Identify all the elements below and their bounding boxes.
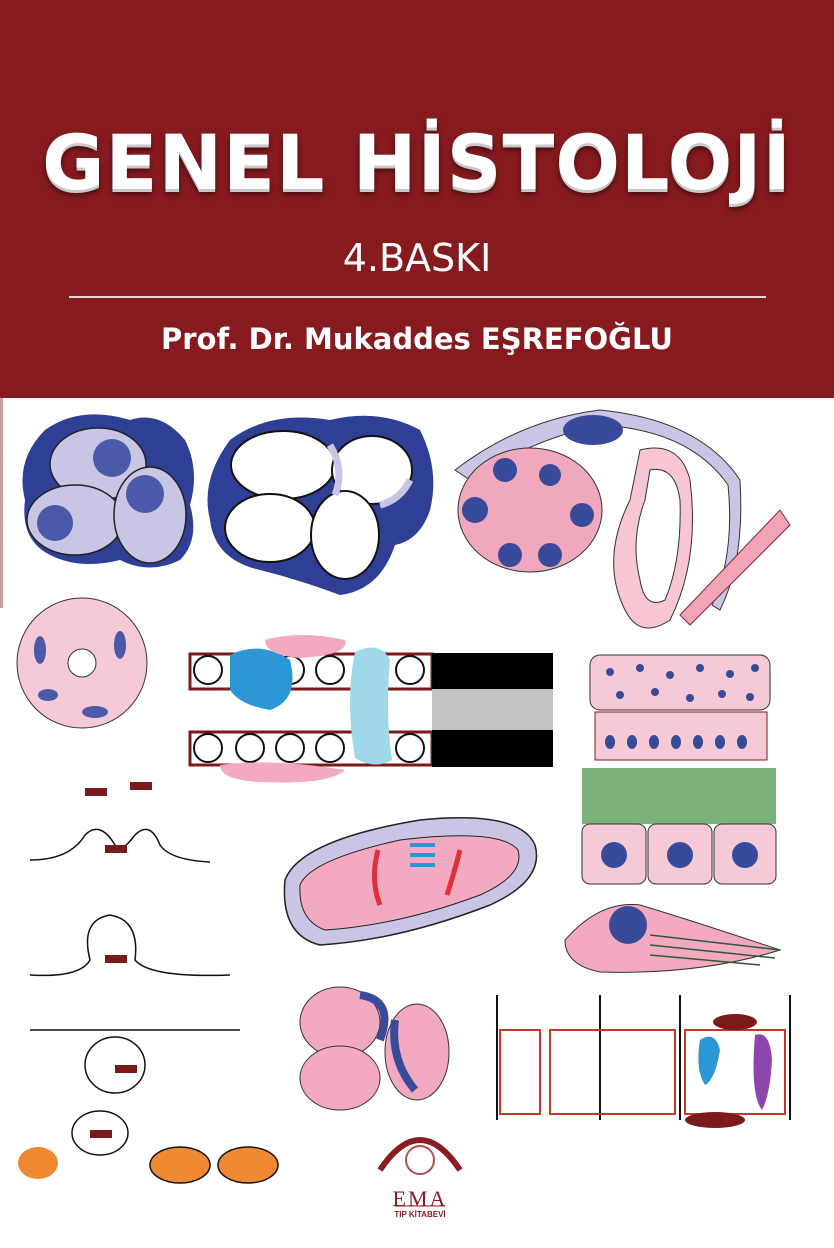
edge-strip — [0, 398, 3, 608]
book-title: GENEL HİSTOLOJİ — [42, 118, 792, 207]
acinus-illustration — [16, 597, 148, 729]
edition-label: 4.BASKI — [342, 236, 492, 280]
publisher-subtitle: TIP KİTABEVİ — [394, 1210, 446, 1219]
divider — [69, 296, 766, 298]
columnar-epithelium-illustration — [581, 768, 777, 885]
cartilage-lacunae-illustration — [207, 415, 434, 595]
endocytosis-illustration — [18, 782, 279, 1184]
membrane-junction-illustration — [496, 995, 791, 1128]
membrane-bilayer-illustration — [188, 635, 553, 783]
cover-illustrations — [16, 409, 791, 1207]
author-name: Prof. Dr. Mukaddes EŞREFOĞLU — [161, 322, 673, 356]
publisher-name: EMA — [392, 1186, 448, 1211]
stratified-epithelium-illustration — [589, 654, 771, 761]
publisher-logo-icon — [377, 1137, 463, 1207]
nerve-vessel-illustration — [454, 409, 791, 629]
title-banner — [0, 0, 834, 398]
erythrocyte-cluster-illustration — [299, 986, 450, 1111]
fibrous-cell-illustration — [564, 903, 782, 973]
mitochondrion-illustration — [283, 817, 538, 946]
cartilage-chondrocytes-illustration — [22, 414, 194, 568]
